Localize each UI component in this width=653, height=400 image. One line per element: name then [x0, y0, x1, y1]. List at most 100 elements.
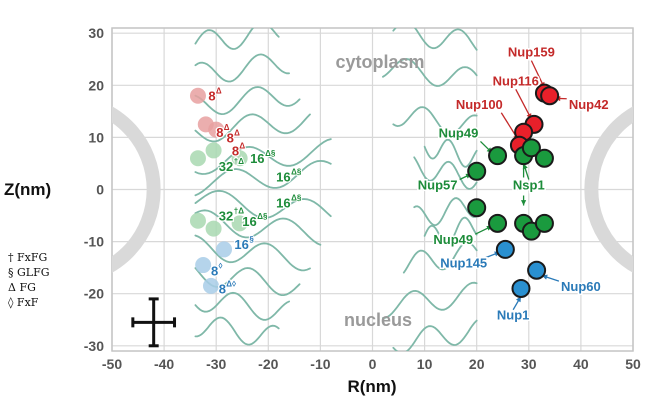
faded-point — [189, 150, 206, 167]
fg-chain — [413, 197, 478, 227]
faded-point — [202, 277, 219, 294]
label-nup159: Nup159 — [508, 45, 555, 60]
x-tick-label: -40 — [154, 356, 174, 372]
legend-label: FG — [15, 281, 36, 294]
y-tick-label: 20 — [88, 77, 104, 93]
fg-chain — [392, 319, 478, 351]
motif-label-superscript: Δ — [239, 141, 245, 150]
label-arrow — [515, 89, 532, 120]
legend-entry: § GLFG — [8, 265, 50, 280]
legend-label: GLFG — [13, 266, 50, 279]
fg-chain — [392, 28, 478, 51]
y-tick-label: -30 — [84, 338, 104, 354]
point-nup60 — [527, 260, 547, 280]
faded-point — [205, 142, 222, 159]
x-tick-label: 50 — [625, 356, 641, 372]
fg-chain — [194, 113, 311, 143]
motif-label: 16 — [242, 214, 256, 229]
motif-label-superscript: †Δ — [234, 207, 244, 216]
faded-point — [216, 241, 233, 258]
x-tick-label: 40 — [573, 356, 589, 372]
motif-label: 8 — [211, 263, 218, 278]
motif-label-superscript: Δ — [224, 123, 230, 132]
fg-chain — [392, 106, 478, 136]
scale-bar — [131, 297, 177, 348]
fg-chain — [423, 138, 478, 168]
nsp1-arrow-down-head — [520, 200, 527, 206]
legend-entry: † FxFG — [8, 250, 50, 265]
y-tick-label: 10 — [88, 129, 104, 145]
faded-point — [205, 220, 222, 237]
legend-label: FxFG — [13, 251, 48, 264]
y-tick-label: -10 — [84, 234, 104, 250]
x-tick-label: 10 — [417, 356, 433, 372]
pore-wall — [584, 106, 633, 273]
x-tick-label: 0 — [369, 356, 377, 372]
faded-points — [189, 87, 248, 294]
faded-point — [189, 87, 206, 104]
motif-label: 8 — [232, 143, 239, 158]
motif-label: 16 — [276, 196, 290, 211]
x-axis-label: R(nm) — [347, 377, 396, 396]
fg-chain — [194, 53, 291, 83]
motif-label-superscript: †Δ — [234, 157, 244, 166]
point-nsp1 — [534, 213, 554, 233]
point-nup49 — [488, 213, 508, 233]
x-tick-label: -10 — [310, 356, 330, 372]
label-nup145: Nup145 — [440, 256, 487, 271]
motif-label-superscript: Δ◊ — [226, 279, 236, 288]
legend-symbol: ◊ — [8, 296, 14, 309]
label-nup60: Nup60 — [561, 279, 601, 294]
motif-label-superscript: Δ§ — [291, 167, 302, 176]
y-tick-label: 0 — [96, 182, 104, 198]
faded-point — [189, 212, 206, 229]
motif-label-superscript: § — [249, 235, 254, 244]
faded-point — [231, 215, 248, 232]
legend-symbol: Δ — [8, 281, 16, 294]
legend-symbol: † — [8, 251, 14, 264]
plot-frame — [111, 27, 634, 352]
label-nup49: Nup49 — [433, 232, 473, 247]
label-nup49: Nup49 — [439, 125, 479, 140]
point-nsp1 — [521, 138, 541, 158]
motif-label-superscript: Δ — [216, 87, 222, 96]
fg-chain — [194, 28, 280, 50]
y-axis-label: Z(nm) — [4, 180, 51, 199]
motif-label: 16 — [276, 169, 290, 184]
fg-chain — [194, 316, 280, 346]
motif-label: 8 — [208, 89, 215, 104]
motif-label: 8 — [227, 130, 234, 145]
label-nup1: Nup1 — [497, 308, 530, 323]
motif-label: 32 — [219, 209, 233, 224]
region-label-cytoplasm: cytoplasm — [335, 52, 424, 72]
fg-chain — [194, 86, 301, 116]
region-label-nucleus: nucleus — [344, 310, 412, 330]
motif-label: 8 — [216, 125, 223, 140]
pore-walls — [112, 106, 633, 273]
x-tick-label: -20 — [258, 356, 278, 372]
point-nup145 — [495, 239, 515, 259]
fg-chain — [194, 138, 332, 175]
fg-chain — [402, 241, 478, 274]
legend-entry: Δ FG — [8, 280, 50, 295]
point-nup57 — [467, 161, 487, 181]
motif-label-superscript: Δ§ — [291, 194, 302, 203]
fg-chain — [194, 209, 322, 246]
fg-chain — [194, 291, 291, 321]
label-nup42: Nup42 — [569, 97, 609, 112]
label-nup57: Nup57 — [418, 178, 458, 193]
label-nsp1: Nsp1 — [513, 178, 545, 193]
motif-label: 32 — [219, 159, 233, 174]
faded-point — [195, 257, 212, 274]
y-tick-label: -20 — [84, 286, 104, 302]
fg-chain — [194, 234, 311, 272]
x-tick-label: -50 — [102, 356, 122, 372]
fg-chain — [194, 189, 332, 219]
x-tick-label: 30 — [521, 356, 537, 372]
motif-label-superscript: Δ — [234, 128, 240, 137]
y-tick-label: 30 — [88, 25, 104, 41]
